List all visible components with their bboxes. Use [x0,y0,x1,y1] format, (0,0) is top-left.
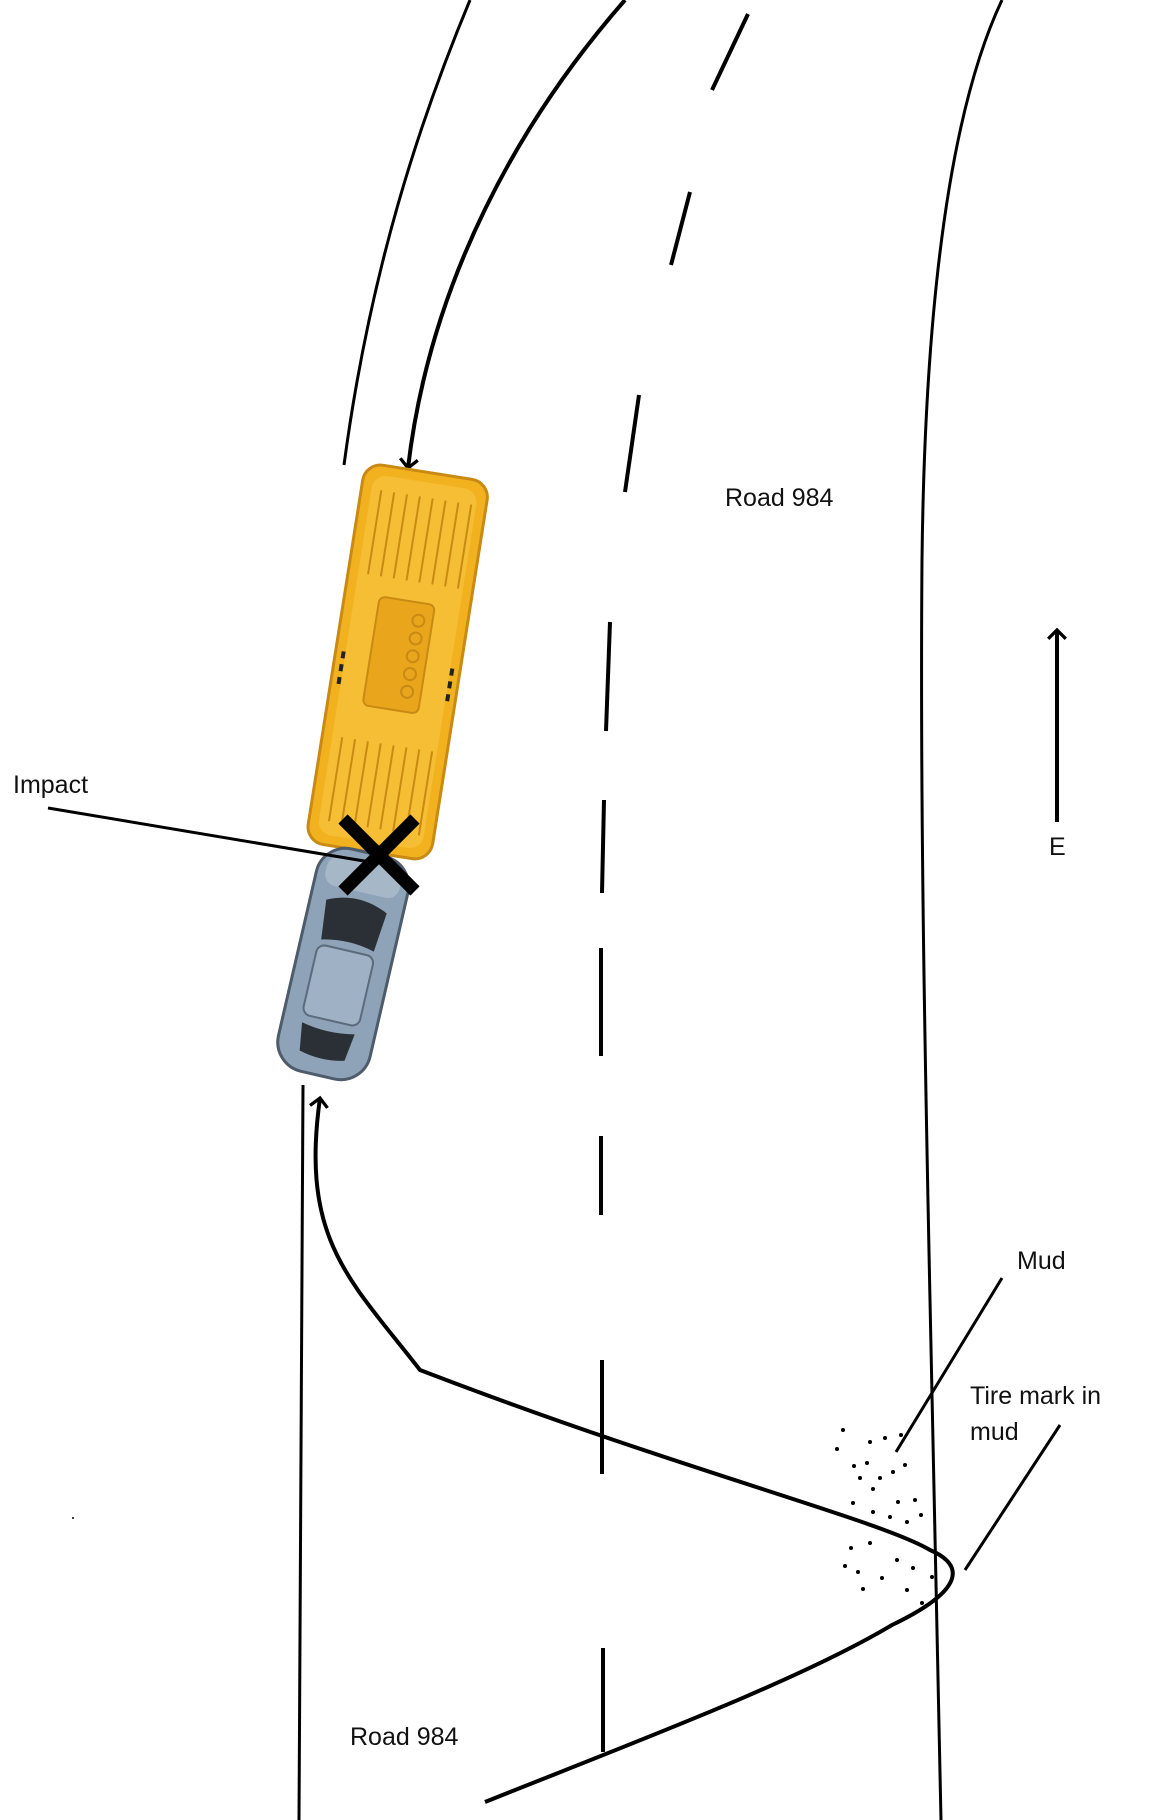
tire-mark-leader-line [963,1424,1062,1571]
school-bus [306,463,489,861]
road-edge-left-lower [297,1084,305,1820]
speck [72,1517,74,1519]
road-edge-right [920,0,1004,1820]
impact-label: Impact [13,771,89,799]
impact-marker [338,814,420,896]
mud-patch [835,1428,934,1605]
car [276,846,411,1082]
bus-path-arrow [398,0,627,471]
car-path-arrow [309,1095,955,1804]
impact-leader-line [47,806,371,864]
mud-label: Mud [1017,1247,1066,1275]
center-line [599,13,750,1752]
road-label-bottom: Road 984 [350,1723,459,1751]
east-label: E [1049,833,1066,861]
mud-leader-line [894,1277,1004,1453]
road-edge-left [342,0,472,466]
road-label-top: Road 984 [725,484,834,512]
tire-mark-label: Tire mark in mud [970,1382,1102,1446]
